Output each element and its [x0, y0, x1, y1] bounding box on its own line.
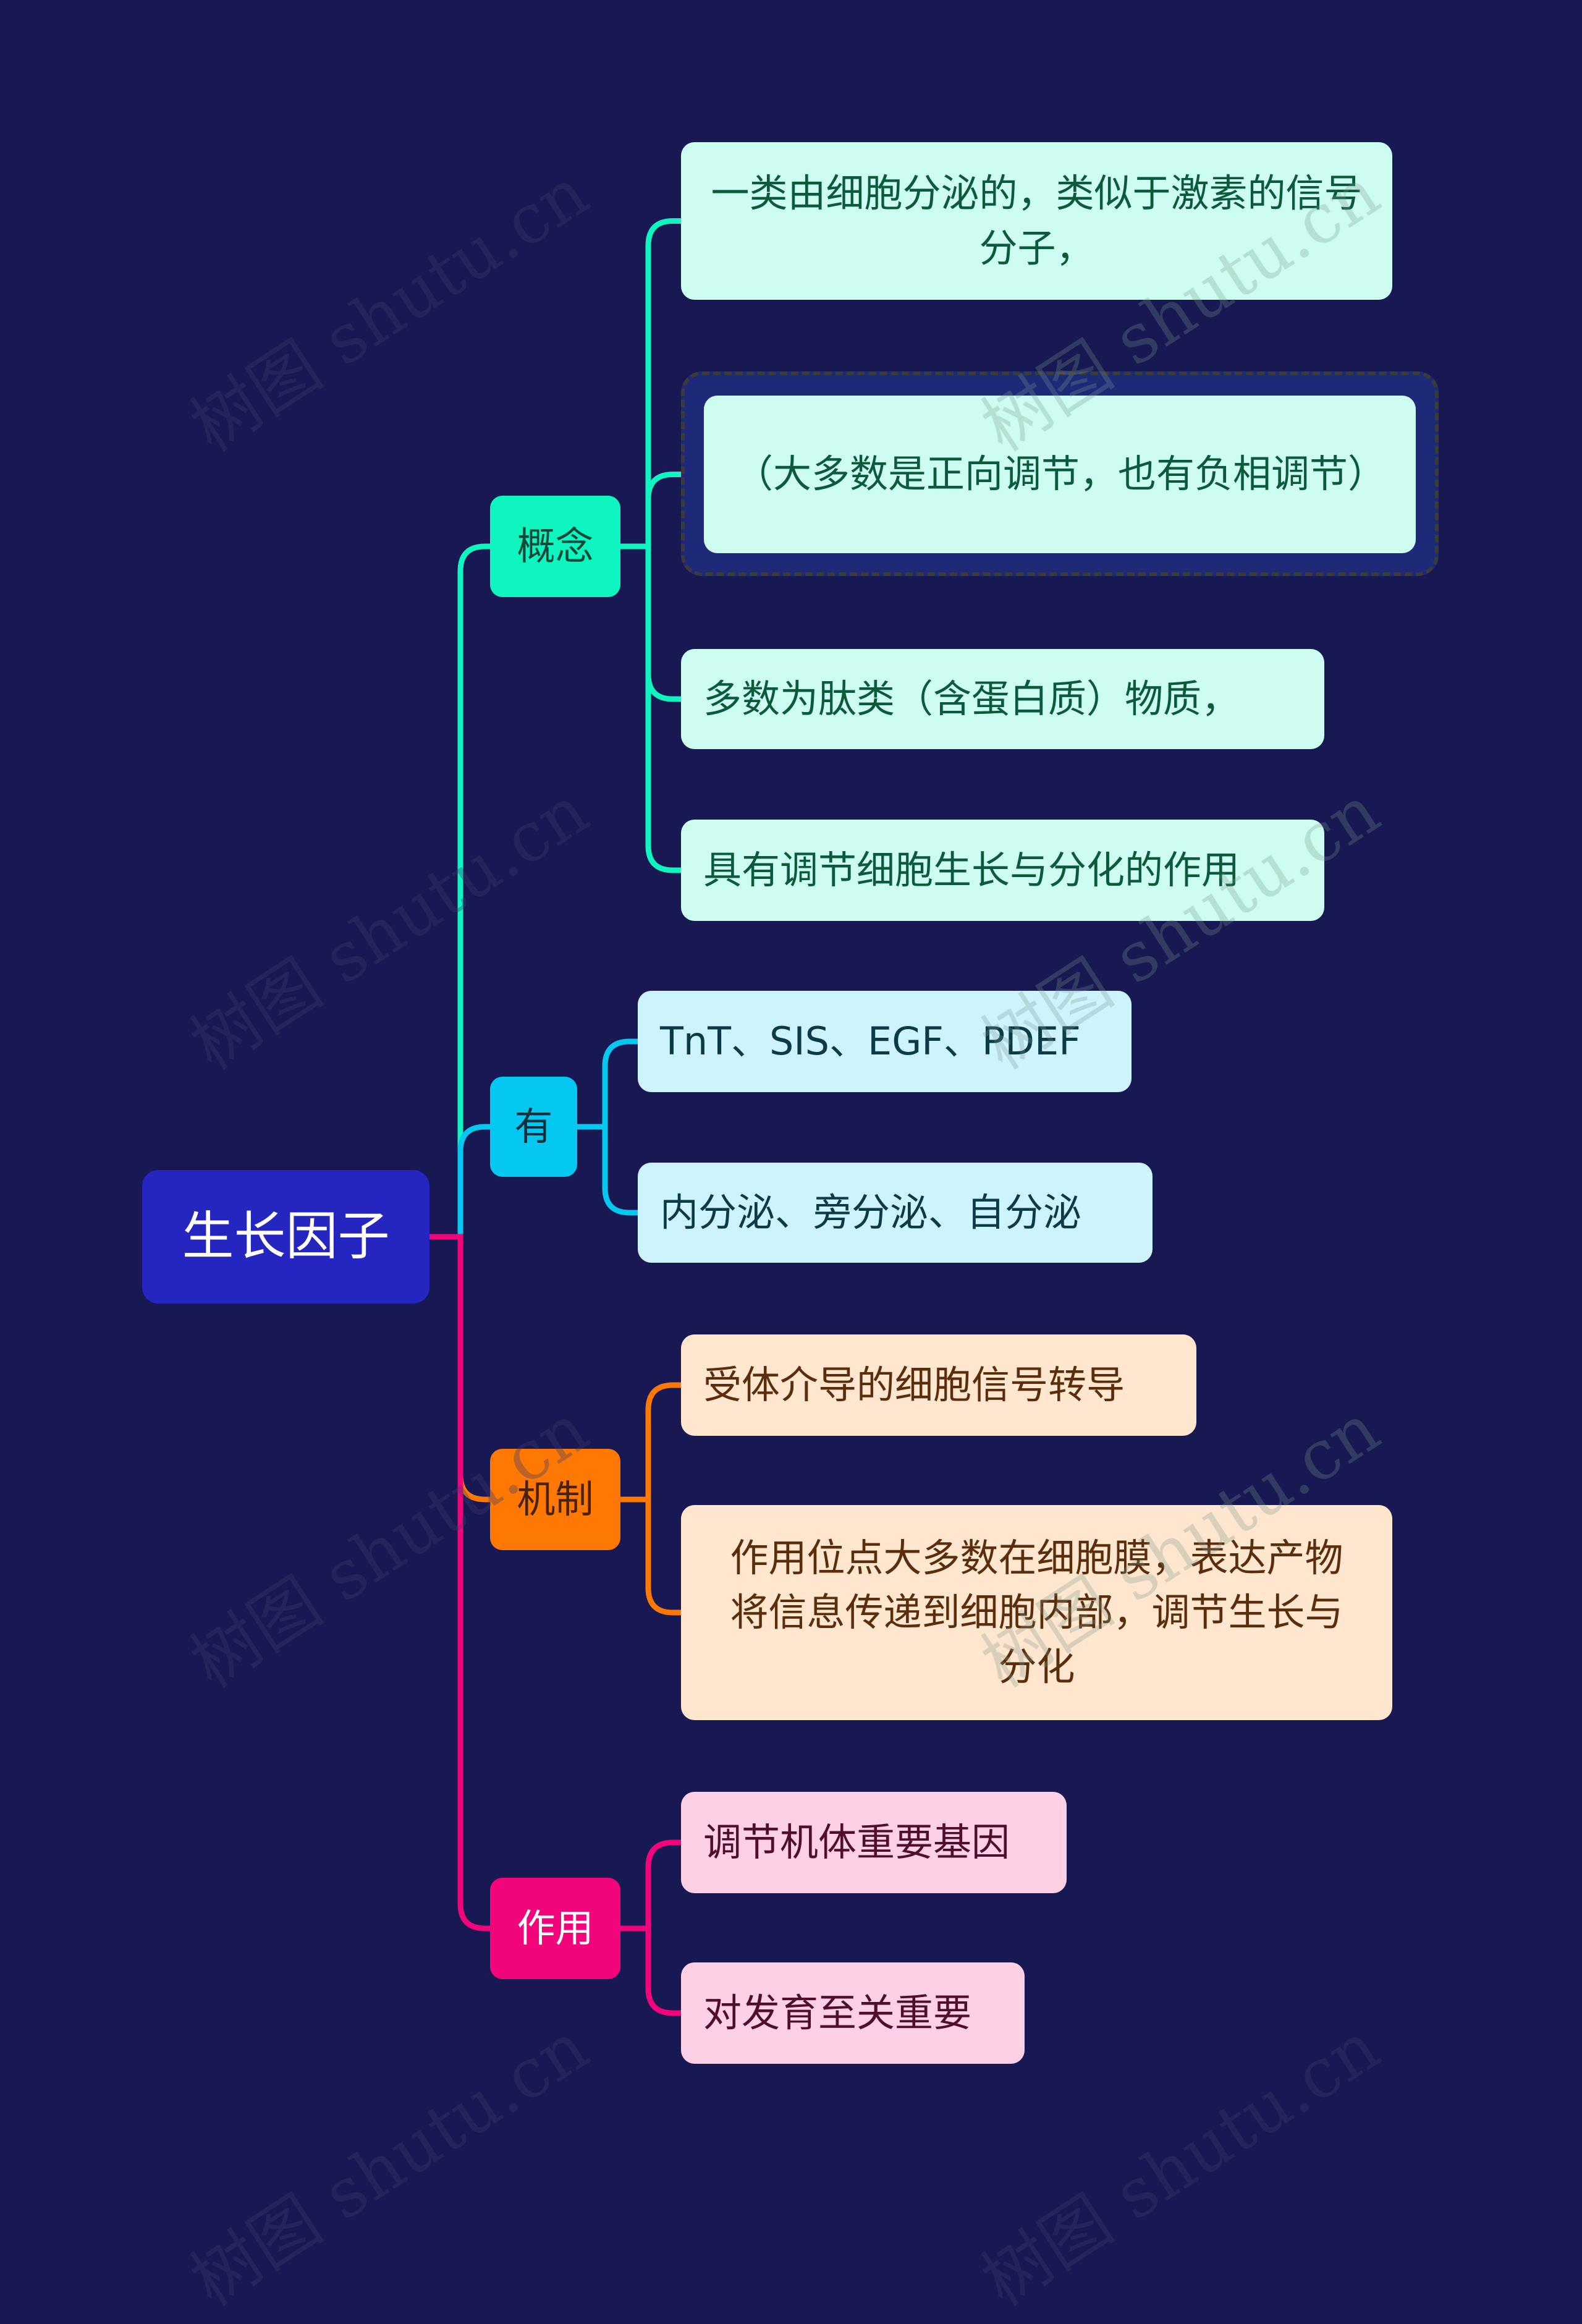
connector-concept-leaf-1	[645, 472, 707, 549]
connector-concept-leaf-2	[645, 543, 684, 702]
leaf-label: 调节机体重要基因	[703, 1819, 1010, 1865]
branch-mechanism[interactable]: 机制	[490, 1449, 620, 1550]
branch-function-label: 作用	[517, 1905, 594, 1951]
connector-root-concept	[426, 543, 493, 1240]
branch-mechanism-label: 机制	[517, 1476, 594, 1522]
leaf-label: 一类由细胞分泌的，类似于激素的信号分子，	[711, 171, 1363, 271]
branch-concept[interactable]: 概念	[490, 496, 620, 597]
connector-root-function	[426, 1234, 493, 1932]
leaf-concept-3[interactable]: 多数为肽类（含蛋白质）物质，	[681, 649, 1324, 749]
branch-have-label: 有	[514, 1103, 553, 1149]
leaf-mechanism-2[interactable]: 作用位点大多数在细胞膜，表达产物将信息传递到细胞内部，调节生长与分化	[681, 1505, 1392, 1720]
leaf-have-1[interactable]: TnT、SIS、EGF、PDEF	[638, 991, 1132, 1092]
leaf-mechanism-1[interactable]: 受体介导的细胞信号转导	[681, 1334, 1196, 1436]
leaf-label: 作用位点大多数在细胞膜，表达产物将信息传递到细胞内部，调节生长与分化	[730, 1535, 1343, 1690]
branch-function[interactable]: 作用	[490, 1878, 620, 1979]
connector-root-have	[426, 1124, 493, 1240]
connector-function-leaf-0	[645, 1839, 684, 1932]
connector-concept-leaf-0	[645, 218, 684, 549]
connector-have-leaf-0	[602, 1038, 641, 1130]
branch-have[interactable]: 有	[490, 1077, 577, 1177]
leaf-function-1[interactable]: 调节机体重要基因	[681, 1792, 1067, 1893]
connector-concept-leaf-3	[645, 543, 684, 873]
leaf-label: 具有调节细胞生长与分化的作用	[703, 847, 1240, 893]
leaf-label: 受体介导的细胞信号转导	[703, 1362, 1125, 1407]
connector-lines	[426, 218, 707, 2016]
leaf-concept-4[interactable]: 具有调节细胞生长与分化的作用	[681, 820, 1324, 921]
connector-have-leaf-1	[602, 1124, 641, 1216]
leaf-have-2[interactable]: 内分泌、旁分泌、自分泌	[638, 1163, 1153, 1263]
root-label: 生长因子	[182, 1206, 390, 1267]
branch-concept-label: 概念	[517, 523, 594, 569]
leaf-label: 多数为肽类（含蛋白质）物质，	[703, 676, 1240, 721]
connector-mechanism-leaf-0	[645, 1382, 684, 1503]
leaf-label: （大多数是正向调节，也有负相调节）	[735, 451, 1387, 497]
connector-mechanism-leaf-1	[645, 1496, 684, 1616]
leaf-concept-1[interactable]: 一类由细胞分泌的，类似于激素的信号分子，	[681, 142, 1392, 300]
leaf-label: 内分泌、旁分泌、自分泌	[660, 1189, 1082, 1235]
connector-function-leaf-1	[645, 1925, 684, 2016]
leaf-label: 对发育至关重要	[703, 1990, 972, 2035]
leaf-concept-2-selected[interactable]: （大多数是正向调节，也有负相调节）	[704, 396, 1416, 553]
leaf-label: TnT、SIS、EGF、PDEF	[660, 1018, 1081, 1064]
root-node[interactable]: 生长因子	[142, 1170, 429, 1304]
leaf-function-2[interactable]: 对发育至关重要	[681, 1962, 1025, 2064]
